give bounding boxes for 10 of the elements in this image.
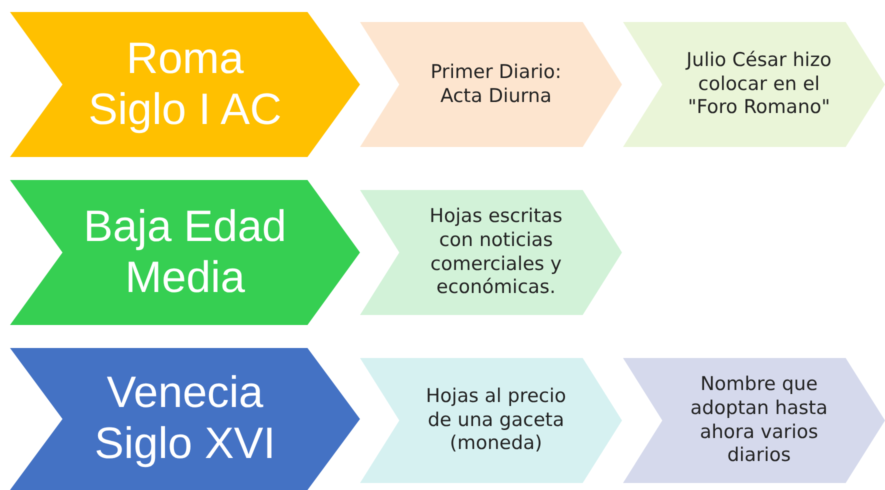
stage-title: Venecia Siglo XVI xyxy=(94,368,276,470)
stage-text: Julio César hizo colocar en el "Foro Romano" xyxy=(684,48,833,120)
stage-title: Roma Siglo I AC xyxy=(87,34,283,136)
stage-text: Nombre que adoptan hasta ahora varios diarios xyxy=(689,373,829,468)
stage-text: Primer Diario: Acta Diurna xyxy=(430,60,562,108)
stage-title: Baja Edad Media xyxy=(82,202,288,304)
chevron-shape xyxy=(623,22,885,147)
chevron-shape xyxy=(623,358,885,483)
stage-text: Hojas al precio de una gaceta (moneda) xyxy=(424,384,568,456)
stage-text: Hojas escritas con noticias comerciales y económicas. xyxy=(428,205,564,300)
